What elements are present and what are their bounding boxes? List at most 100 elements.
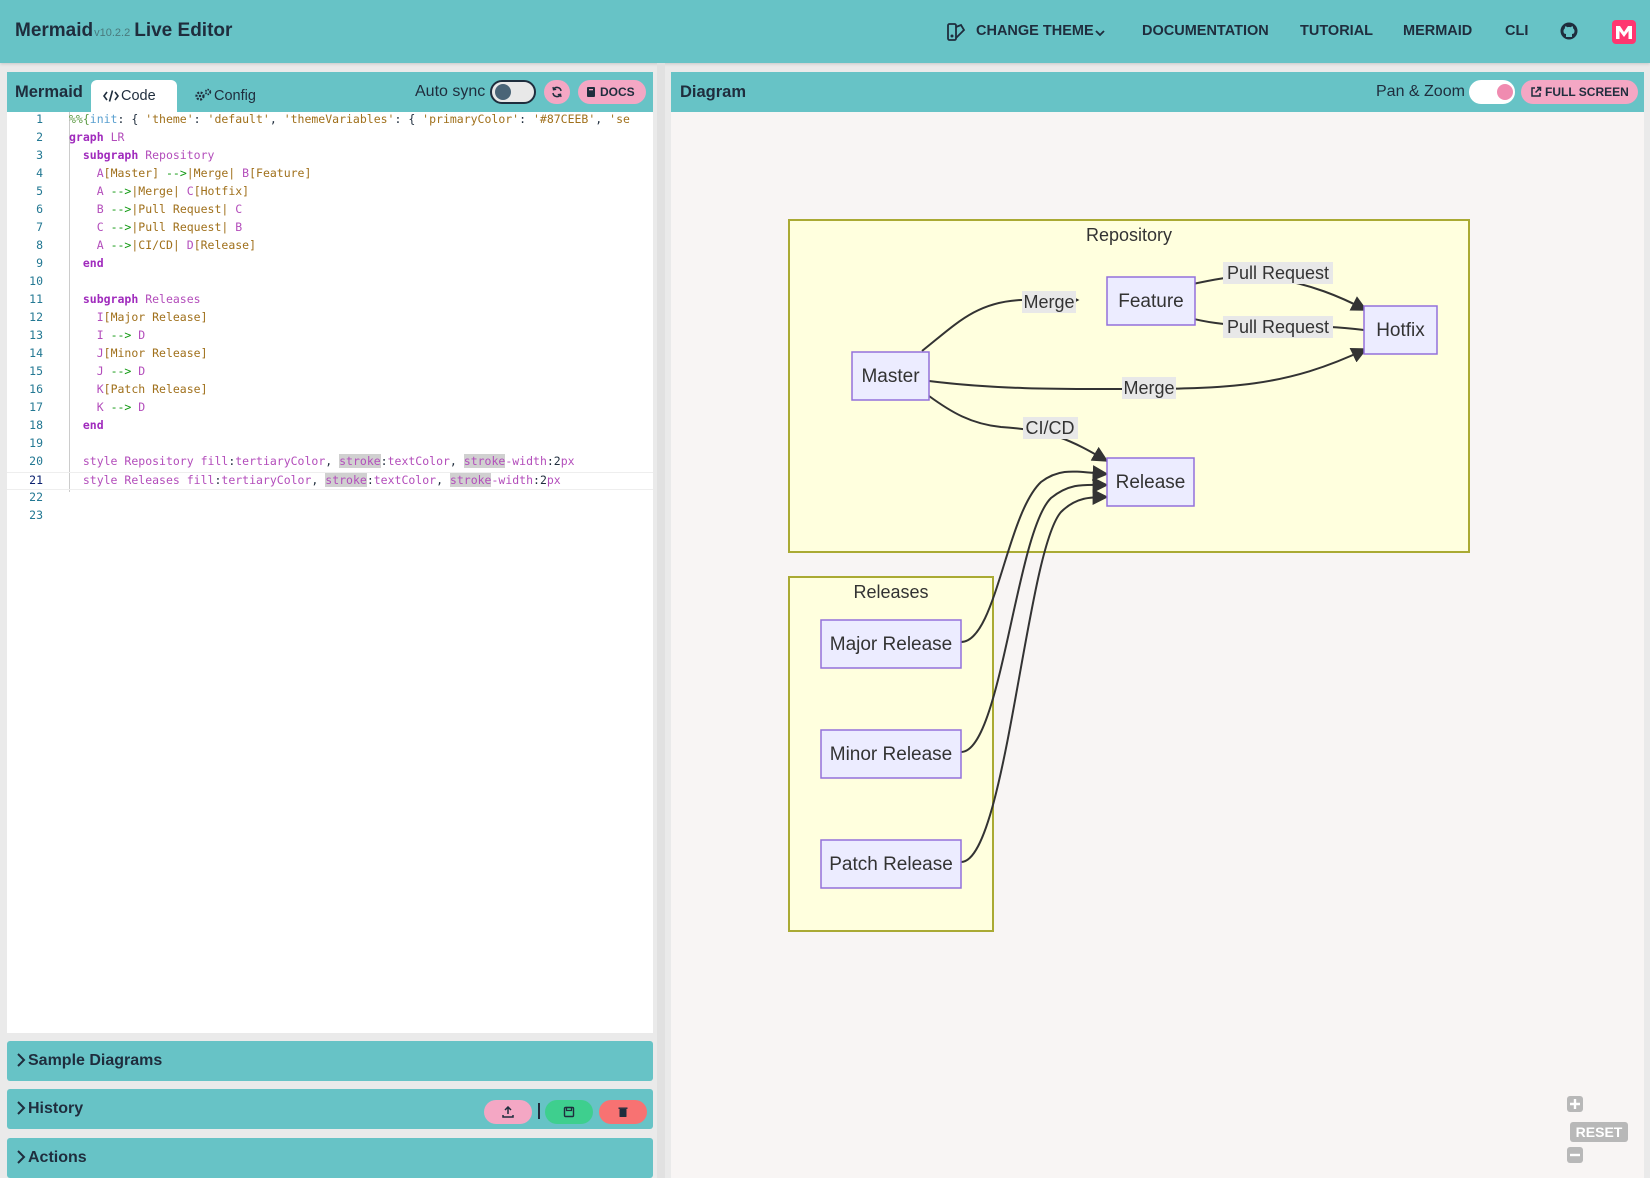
tab-code-label: Code	[121, 88, 156, 104]
history-delete-button[interactable]	[599, 1100, 647, 1124]
zoom-out-icon[interactable]	[1566, 1146, 1584, 1169]
editor-title: Mermaid	[15, 83, 83, 101]
svg-text:Pull Request: Pull Request	[1227, 263, 1329, 283]
edge-master-feature	[921, 292, 1080, 352]
chevron-down-icon[interactable]	[1094, 26, 1106, 44]
button-separator	[538, 1103, 540, 1119]
node-minor-release[interactable]: Minor Release	[820, 729, 962, 779]
diagram-title: Diagram	[680, 83, 747, 101]
refresh-icon	[552, 86, 562, 98]
pan-zoom-label: Pan & Zoom	[1376, 83, 1465, 100]
full-screen-button[interactable]: FULL SCREEN	[1521, 80, 1638, 104]
full-screen-label: FULL SCREEN	[1545, 85, 1629, 99]
code-line: 18 end	[29, 418, 104, 432]
code-line: 4 A[Master] -->|Merge| B[Feature]	[36, 166, 312, 180]
auto-sync-label: Auto sync	[415, 83, 486, 100]
history-upload-button[interactable]	[484, 1100, 532, 1124]
svg-text:Merge: Merge	[1123, 378, 1174, 398]
node-patch-release[interactable]: Patch Release	[820, 839, 962, 889]
zoom-reset-button[interactable]: RESET	[1570, 1122, 1628, 1142]
edge-master-hotfix	[928, 347, 1368, 391]
history-section[interactable]: History	[7, 1089, 653, 1129]
code-line: 7 C -->|Pull Request| B	[36, 220, 243, 234]
toggle-knob	[495, 84, 511, 100]
svg-text:Master: Master	[861, 366, 920, 387]
nav-cli[interactable]: CLI	[1505, 23, 1529, 39]
code-line: 12 I[Major Release]	[29, 310, 208, 324]
code-line: 8 A -->|CI/CD| D[Release]	[36, 238, 257, 252]
node-master[interactable]: Master	[851, 351, 930, 401]
svg-text:CI/CD: CI/CD	[1026, 418, 1075, 438]
sync-button[interactable]	[544, 80, 570, 104]
docs-button[interactable]: DOCS	[578, 80, 646, 104]
svg-text:Merge: Merge	[1023, 292, 1074, 312]
edge-label-merge-1: Merge	[1022, 291, 1076, 313]
code-line: 10	[29, 274, 43, 288]
app-version: v10.2.2	[94, 27, 131, 39]
theme-palette-icon[interactable]	[946, 22, 966, 47]
save-icon	[563, 1106, 575, 1118]
auto-sync-toggle[interactable]	[490, 80, 536, 104]
trash-icon	[618, 1107, 628, 1117]
zoom-in-icon[interactable]	[1566, 1095, 1584, 1118]
code-line: 14 J[Minor Release]	[29, 346, 208, 360]
svg-text:Minor Release: Minor Release	[830, 744, 953, 765]
github-icon[interactable]	[1559, 21, 1579, 46]
toggle-knob	[1497, 84, 1513, 100]
edge-major-release	[960, 465, 1109, 643]
code-line: 20 style Repository fill:tertiaryColor, …	[29, 454, 575, 468]
tab-config-label: Config	[214, 88, 256, 104]
actions-section[interactable]: Actions	[7, 1138, 653, 1178]
upload-icon	[502, 1106, 514, 1118]
diagram-header: Diagram Pan & Zoom FULL SCREEN	[671, 72, 1644, 112]
indent-guide	[69, 112, 70, 492]
actions-label: Actions	[28, 1149, 87, 1166]
sample-diagrams-section[interactable]: Sample Diagrams	[7, 1041, 653, 1081]
code-line: 22	[29, 490, 43, 504]
panel-resize-handle[interactable]	[657, 63, 665, 1178]
tab-code[interactable]: Code	[91, 80, 177, 112]
edge-patch-release	[960, 489, 1109, 863]
history-save-button[interactable]	[545, 1100, 593, 1124]
app-name: Mermaid	[15, 20, 94, 41]
code-line: 17 K --> D	[29, 400, 146, 414]
code-line: 1%%{init: { 'theme': 'default', 'themeVa…	[36, 112, 630, 126]
code-line: 16 K[Patch Release]	[29, 382, 208, 396]
editor-panel: Mermaid Code Config Auto sync DOCS 1%%{i	[7, 72, 653, 1033]
chevron-right-icon	[16, 1053, 26, 1072]
subgraph-releases-label: Releases	[853, 582, 928, 602]
edge-label-cicd: CI/CD	[1023, 417, 1078, 439]
mermaid-logo-icon[interactable]	[1612, 20, 1636, 44]
code-line: 11 subgraph Releases	[29, 292, 201, 306]
nav-documentation[interactable]: DOCUMENTATION	[1142, 23, 1269, 39]
chevron-right-icon	[16, 1101, 26, 1120]
pan-zoom-toggle[interactable]	[1469, 80, 1515, 104]
code-icon	[103, 89, 119, 107]
nav-tutorial[interactable]: TUTORIAL	[1300, 23, 1374, 39]
chevron-right-icon	[16, 1150, 26, 1169]
svg-text:Feature: Feature	[1118, 291, 1183, 312]
code-line: 6 B -->|Pull Request| C	[36, 202, 243, 216]
external-link-icon	[1531, 86, 1542, 97]
node-major-release[interactable]: Major Release	[820, 619, 962, 669]
sample-diagrams-label: Sample Diagrams	[28, 1052, 163, 1069]
change-theme-button[interactable]: CHANGE THEME	[976, 23, 1094, 39]
app-subtitle: Live Editor	[134, 20, 233, 41]
node-hotfix[interactable]: Hotfix	[1363, 305, 1438, 355]
svg-text:Hotfix: Hotfix	[1376, 320, 1425, 341]
subgraph-repository-label: Repository	[1086, 225, 1172, 245]
svg-text:Patch Release: Patch Release	[829, 854, 953, 875]
svg-text:Pull Request: Pull Request	[1227, 317, 1329, 337]
book-icon	[587, 87, 595, 97]
code-line: 23	[29, 508, 43, 522]
code-line: 15 J --> D	[29, 364, 146, 378]
svg-text:Major Release: Major Release	[830, 634, 953, 655]
nav-mermaid[interactable]: MERMAID	[1403, 23, 1473, 39]
node-release[interactable]: Release	[1106, 457, 1195, 507]
edge-label-merge-2: Merge	[1122, 377, 1176, 399]
diagram-canvas[interactable]: Repository Releases Merge Merge Pull Req…	[671, 112, 1644, 1178]
node-feature[interactable]: Feature	[1106, 276, 1196, 326]
code-editor[interactable]: 1%%{init: { 'theme': 'default', 'themeVa…	[7, 112, 653, 1033]
